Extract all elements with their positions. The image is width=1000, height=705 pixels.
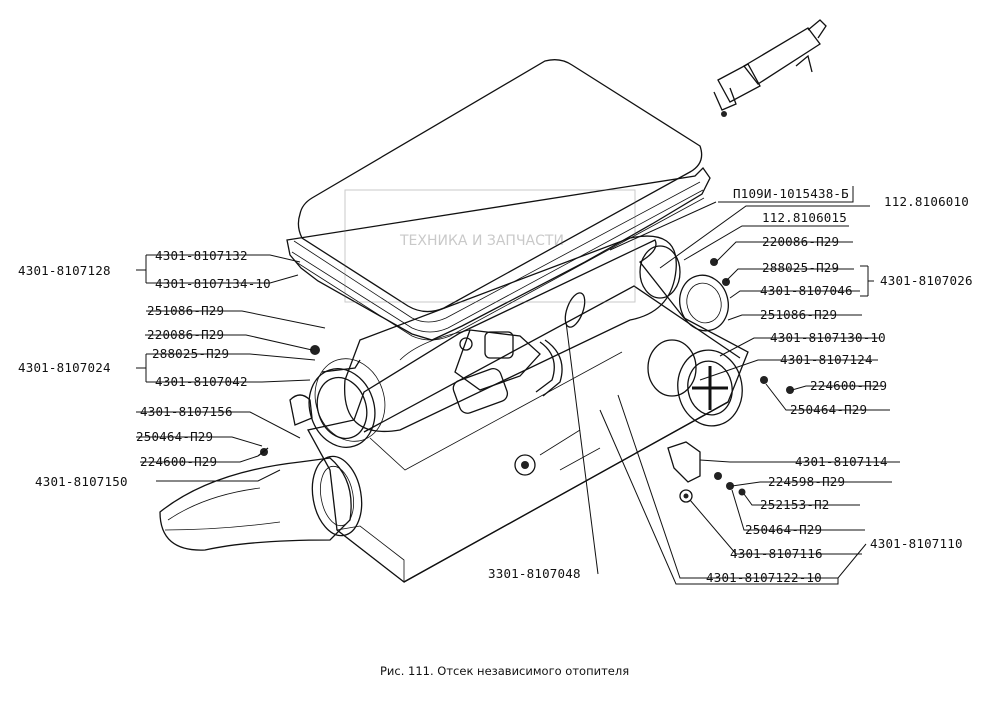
label-224600-p29-right: 224600-П29 xyxy=(810,378,887,393)
heater-compartment-lid xyxy=(286,59,711,341)
label-4301-8107024: 4301-8107024 xyxy=(18,360,111,375)
label-250464-p29-lower: 250464-П29 xyxy=(745,522,822,537)
label-112-8106015: 112.8106015 xyxy=(762,210,847,225)
label-4301-8107122-10: 4301-8107122-10 xyxy=(706,570,822,585)
left-clamp-flange xyxy=(289,345,386,448)
label-220086-p29-left: 220086-П29 xyxy=(147,327,224,342)
label-4301-8107042: 4301-8107042 xyxy=(155,374,248,389)
label-252153-p2: 252153-П2 xyxy=(760,497,830,512)
label-112-8106010: 112.8106010 xyxy=(884,194,969,209)
label-4301-8107114: 4301-8107114 xyxy=(795,454,888,469)
label-4301-8107128: 4301-8107128 xyxy=(18,263,111,278)
label-4301-8107130-10: 4301-8107130-10 xyxy=(770,330,886,345)
label-250464-p29-right: 250464-П29 xyxy=(790,402,867,417)
label-220086-p29-right: 220086-П29 xyxy=(762,234,839,249)
watermark-stamp: ТЕХНИКА И ЗАПЧАСТИ xyxy=(344,189,636,303)
right-clamp-upper xyxy=(679,258,730,332)
label-288025-p29-left: 288025-П29 xyxy=(152,346,229,361)
label-3301-8107048: 3301-8107048 xyxy=(488,566,581,581)
svg-text:ТЕХНИКА И ЗАПЧАСТИ: ТЕХНИКА И ЗАПЧАСТИ xyxy=(399,233,564,249)
leader-lines xyxy=(136,186,900,585)
label-4301-8107046: 4301-8107046 xyxy=(760,283,853,298)
label-4301-8107150: 4301-8107150 xyxy=(35,474,128,489)
label-224598-p29: 224598-П29 xyxy=(768,474,845,489)
label-224600-p29-left: 224600-П29 xyxy=(140,454,217,469)
label-251086-p29-left: 251086-П29 xyxy=(147,303,224,318)
label-4301-8107026: 4301-8107026 xyxy=(880,273,973,288)
label-4301-8107156: 4301-8107156 xyxy=(140,404,233,419)
heater-unit xyxy=(343,235,681,432)
label-4301-8107134-10: 4301-8107134-10 xyxy=(155,276,271,291)
additional-resistor xyxy=(713,19,827,117)
label-4301-8107132: 4301-8107132 xyxy=(155,248,248,263)
heater-compartment-box xyxy=(307,239,749,583)
bracket-and-fasteners xyxy=(667,441,746,503)
label-p109i-1015438-b: П109И-1015438-Б xyxy=(733,186,849,201)
label-288025-p29-right: 288025-П29 xyxy=(762,260,839,275)
label-251086-p29-right: 251086-П29 xyxy=(760,307,837,322)
outlet-grille xyxy=(647,339,794,427)
air-duct-pipe xyxy=(159,447,363,551)
label-4301-8107110: 4301-8107110 xyxy=(870,536,963,551)
label-4301-8107116: 4301-8107116 xyxy=(730,546,823,561)
label-4301-8107124: 4301-8107124 xyxy=(780,352,873,367)
figure-caption: Рис. 111. Отсек независимого отопителя xyxy=(380,664,630,678)
label-250464-p29-left: 250464-П29 xyxy=(136,429,213,444)
callout-labels: 4301-8107128 4301-8107132 4301-8107134-1… xyxy=(18,186,973,585)
